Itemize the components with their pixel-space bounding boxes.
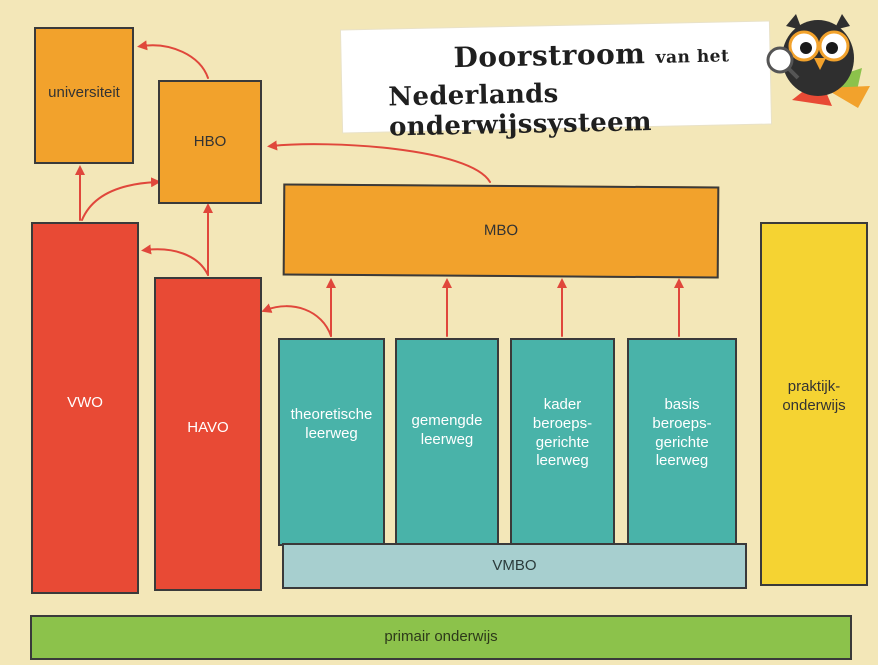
gemengde-leerweg-box: gemengde leerweg xyxy=(395,338,499,546)
mbo-label: MBO xyxy=(483,221,519,239)
vmbo-label: VMBO xyxy=(492,556,537,574)
primair-onderwijs-box: primair onderwijs xyxy=(30,615,852,660)
hbo-box: HBO xyxy=(158,80,262,204)
mbo-box: MBO xyxy=(282,183,720,279)
hbo-label: HBO xyxy=(193,132,227,150)
gemengde-leerweg-label: gemengde leerweg xyxy=(411,412,483,448)
havo-label: HAVO xyxy=(187,419,229,436)
kader-beroepsgerichte-leerweg-box: kader beroeps- gerichte leerweg xyxy=(510,338,615,546)
praktijkonderwijs-box: praktijk- onderwijs xyxy=(760,222,868,586)
havo-box: HAVO xyxy=(154,277,262,591)
kader-beroepsgerichte-leerweg-label: kader beroeps- gerichte leerweg xyxy=(532,396,593,470)
owl-mascot-icon xyxy=(766,14,870,108)
universiteit-box: universiteit xyxy=(34,27,134,164)
vwo-box: VWO xyxy=(31,222,139,594)
theoretische-leerweg-label: theoretische leerweg xyxy=(290,406,373,442)
basis-beroepsgerichte-leerweg-box: basis beroeps- gerichte leerweg xyxy=(627,338,737,546)
basis-beroepsgerichte-leerweg-label: basis beroeps- gerichte leerweg xyxy=(652,396,712,470)
theoretische-leerweg-box: theoretische leerweg xyxy=(278,338,385,546)
arrow-theoretische-to-havo xyxy=(261,303,332,337)
vwo-label: VWO xyxy=(67,394,103,411)
arrow-hbo-to-universiteit xyxy=(137,40,209,79)
arrow-mbo-to-hbo xyxy=(267,140,491,183)
primair-onderwijs-label: primair onderwijs xyxy=(384,628,498,646)
arrow-havo-to-vwo xyxy=(141,244,209,276)
vmbo-box: VMBO xyxy=(282,543,747,589)
arrow-vwo-to-hbo xyxy=(81,177,161,221)
praktijkonderwijs-label: praktijk- onderwijs xyxy=(782,378,846,414)
universiteit-label: universiteit xyxy=(48,84,120,101)
